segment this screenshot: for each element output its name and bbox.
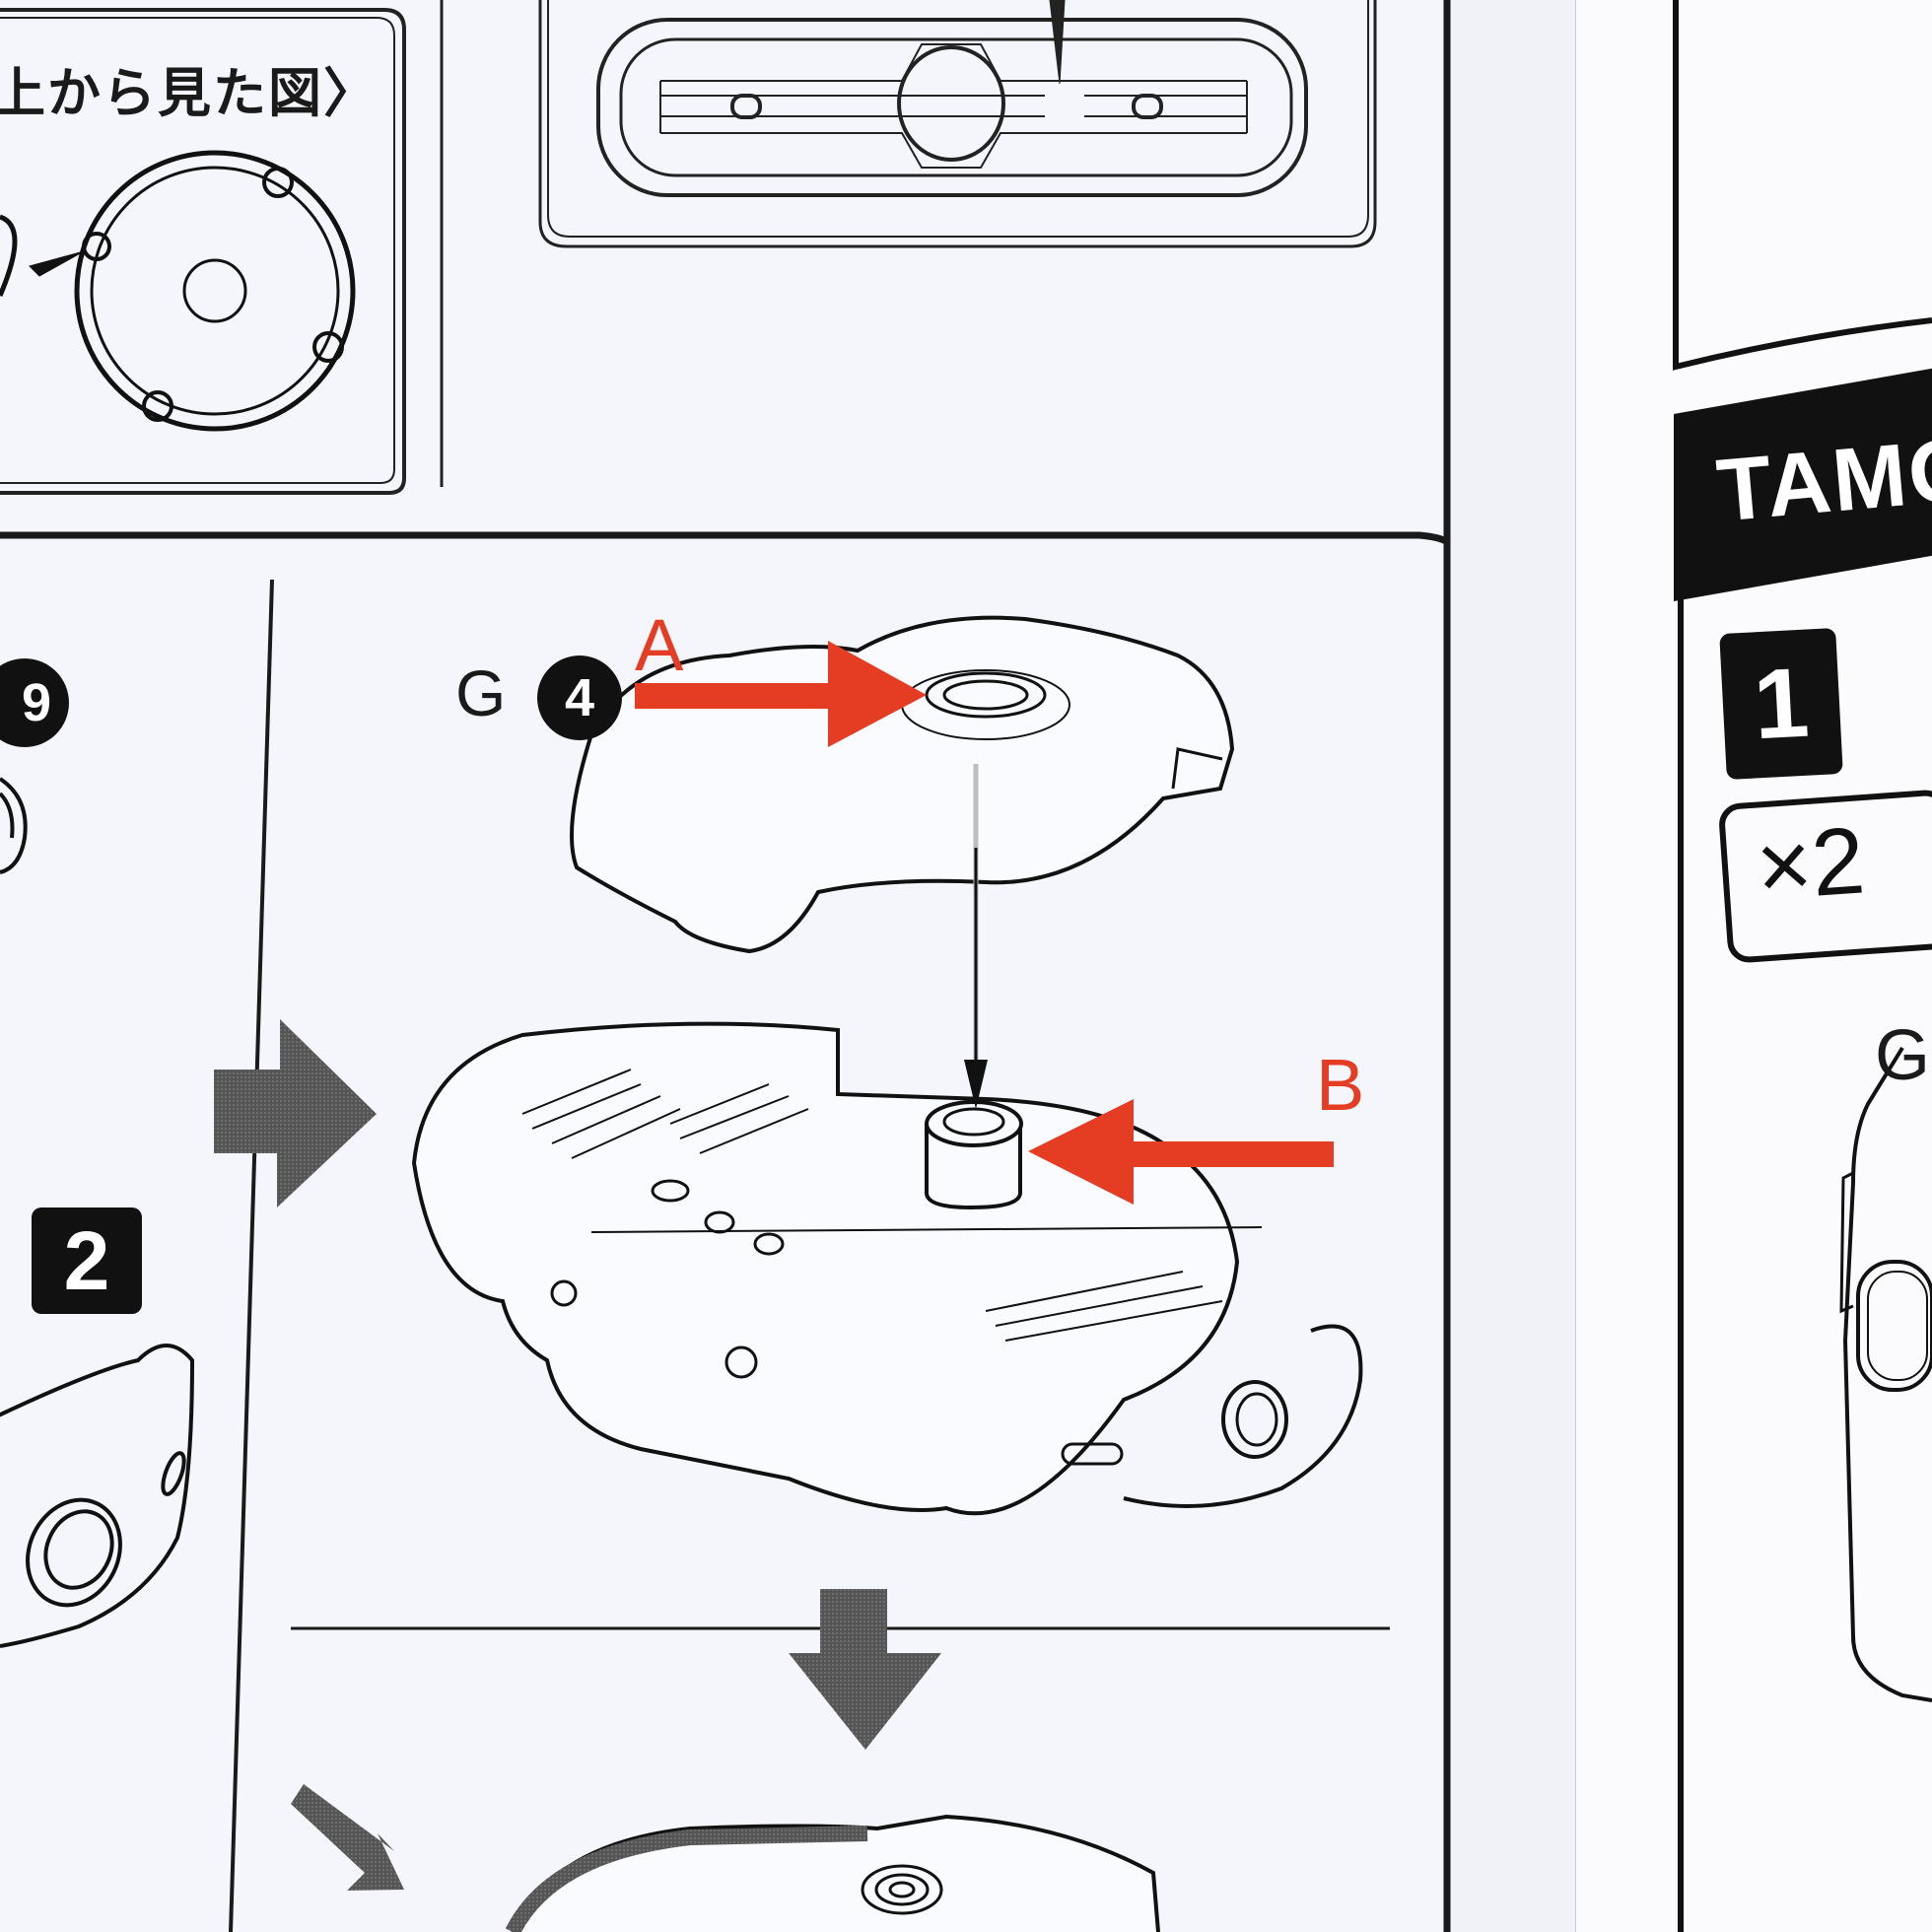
bottom-substep-part [505, 1814, 1160, 1932]
left-partial-part [0, 777, 195, 1648]
top-view-caption: 上から見た図〉 [0, 64, 379, 123]
ring-top-view [0, 150, 356, 432]
flow-arrow-diagonal [291, 1784, 404, 1891]
annotation-label-a: A [635, 604, 684, 686]
slot-detail-panel [538, 0, 1377, 248]
insert-guide-arrowhead [964, 1060, 988, 1109]
step-badge-1: 1 [1719, 628, 1843, 780]
annotation-arrow-b [1028, 1099, 1334, 1205]
part-number-9: 9 [21, 673, 52, 732]
part-number-badge-9: 9 [0, 658, 69, 747]
right-part-drawing [1839, 1046, 1932, 1702]
page-margin [1449, 0, 1575, 1932]
step-number-1: 1 [1751, 647, 1812, 761]
left-page [0, 0, 1575, 1932]
part-number-badge-4: 4 [537, 656, 622, 740]
mounting-boss [925, 1100, 1023, 1210]
step-heading-prefix: 〈 [1881, 643, 1932, 780]
part-number-4: 4 [564, 668, 595, 727]
chassis-base [411, 1021, 1363, 1516]
step-badge-2: 2 [32, 1208, 142, 1314]
step-divider [0, 531, 1450, 545]
right-part-sprue-label: G [1875, 1016, 1931, 1095]
step-column-divider [229, 579, 274, 1932]
annotation-arrow-a [635, 641, 927, 747]
flow-arrow-down [789, 1589, 941, 1750]
quantity-label: ×2 [1753, 807, 1869, 921]
step-number-2: 2 [63, 1214, 110, 1307]
annotation-label-b: B [1316, 1044, 1365, 1126]
flow-arrow-right [214, 1019, 377, 1208]
right-page [1575, 0, 1932, 1932]
part-sprue-label: G [455, 656, 507, 729]
top-view-panel [0, 8, 406, 495]
right-top-panel [1673, 0, 1932, 371]
